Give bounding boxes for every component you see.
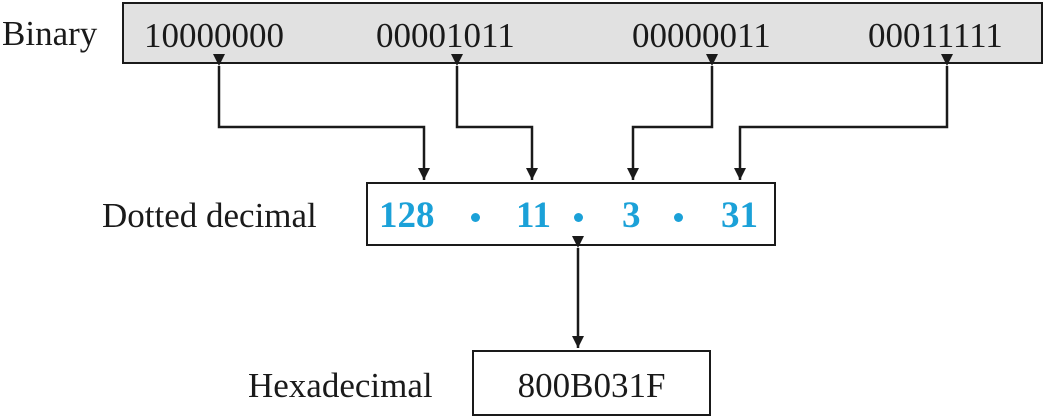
binary-box: 10000000 00001011 00000011 00011111 <box>122 2 1043 64</box>
dotted-decimal-label: Dotted decimal <box>102 196 317 235</box>
decimal-octet-4: 31 <box>721 195 758 236</box>
hexadecimal-label: Hexadecimal <box>248 366 433 405</box>
arrow-octet-4 <box>734 54 953 180</box>
binary-octet-3: 00000011 <box>632 16 771 55</box>
octet-separator-dot <box>674 213 683 222</box>
arrow-octet-1 <box>213 54 430 180</box>
dotted-decimal-box: 128 11 3 31 <box>366 182 776 246</box>
octet-separator-dot <box>471 213 480 222</box>
decimal-octet-1: 128 <box>379 195 435 236</box>
binary-octet-1: 10000000 <box>144 16 284 55</box>
decimal-octet-3: 3 <box>622 195 641 236</box>
arrow-octet-3 <box>627 54 718 180</box>
hexadecimal-box: 800B031F <box>472 350 711 416</box>
octet-separator-dot <box>574 213 583 222</box>
binary-octet-2: 00001011 <box>376 16 515 55</box>
hexadecimal-value: 800B031F <box>517 366 666 405</box>
binary-octet-4: 00011111 <box>868 16 1003 55</box>
arrow-octet-2 <box>451 54 538 180</box>
decimal-octet-2: 11 <box>516 195 551 236</box>
binary-label: Binary <box>2 14 98 53</box>
